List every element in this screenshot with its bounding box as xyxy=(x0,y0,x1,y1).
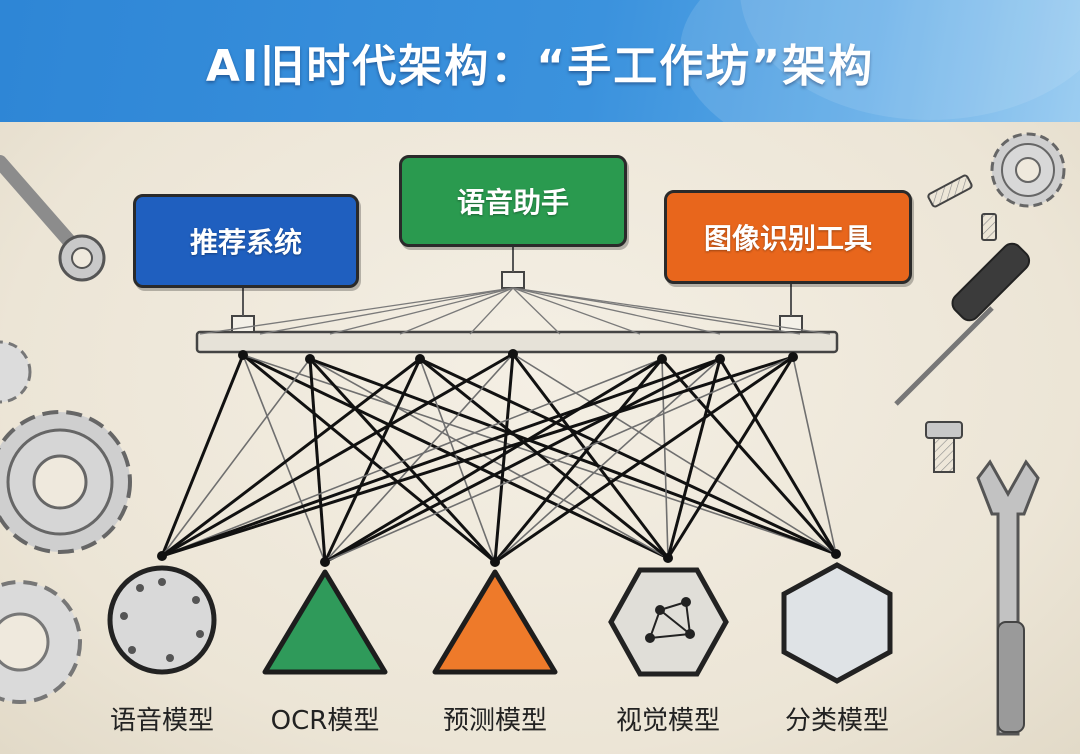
connection-line xyxy=(661,358,669,559)
connection-line xyxy=(493,353,515,563)
fan-line xyxy=(512,287,831,335)
connection-node xyxy=(657,354,667,364)
connection-lines xyxy=(160,352,838,564)
model-label-classification: 分类模型 xyxy=(784,706,889,736)
connection-line xyxy=(161,357,721,558)
architecture-diagram xyxy=(0,132,1066,736)
connection-line xyxy=(792,356,837,555)
connection-node xyxy=(157,551,167,561)
connection-nodes xyxy=(157,349,841,567)
connection-node xyxy=(663,553,673,563)
fan-line xyxy=(259,287,514,335)
header-banner: AI旧时代架构：“手工作坊”架构 xyxy=(0,0,1080,122)
connection-line xyxy=(324,353,514,563)
classification-model-shape xyxy=(781,562,893,684)
connection-line xyxy=(324,357,721,564)
connection-node xyxy=(320,557,330,567)
connection-line xyxy=(161,358,663,557)
connection-line xyxy=(419,357,837,556)
connection-line xyxy=(161,352,514,558)
connection-line xyxy=(161,357,421,558)
prediction-model-shape xyxy=(432,569,558,675)
connection-line xyxy=(324,357,663,564)
connection-line xyxy=(161,358,311,557)
sketch-canvas: 推荐系统 语音助手 图像识别工具 语音模型 OCR模型 预测模型 视觉模型 分类… xyxy=(0,122,1080,754)
screwdriver-icon xyxy=(894,242,1031,406)
fan-line xyxy=(329,287,514,335)
connection-line xyxy=(160,354,245,557)
fan-line xyxy=(512,287,801,335)
gear-cluster-icon xyxy=(0,340,132,704)
app-voice-assistant[interactable]: 语音助手 xyxy=(399,155,627,247)
connection-node xyxy=(305,354,315,364)
connection-line xyxy=(323,358,422,563)
fan-line xyxy=(512,287,561,335)
connection-line xyxy=(161,355,794,558)
connection-line xyxy=(309,357,837,556)
connection-line xyxy=(493,358,664,563)
connection-node xyxy=(788,352,798,362)
connection-line xyxy=(512,353,837,555)
gear-icon xyxy=(990,132,1066,208)
connection-line xyxy=(660,358,838,555)
fan-line xyxy=(512,287,721,335)
page-title: AI旧时代架构：“手工作坊”架构 xyxy=(205,41,875,92)
connection-node xyxy=(238,350,248,360)
connection-line xyxy=(308,358,327,563)
connection-line xyxy=(419,358,496,563)
fan-line xyxy=(469,287,514,335)
fan-line xyxy=(512,287,641,335)
bolt-icon xyxy=(925,421,963,473)
connection-line xyxy=(309,358,669,559)
screw-icon xyxy=(927,174,997,241)
model-label-prediction: 预测模型 xyxy=(442,706,547,736)
connection-line xyxy=(511,353,670,559)
model-label-vision: 视觉模型 xyxy=(615,706,720,736)
connection-line xyxy=(718,358,838,555)
app-image-recognition-tool[interactable]: 图像识别工具 xyxy=(664,190,912,284)
fan-line xyxy=(199,287,514,335)
fan-line xyxy=(399,287,514,335)
connection-node xyxy=(831,549,841,559)
model-label-speech: 语音模型 xyxy=(109,706,214,736)
connection-line xyxy=(242,353,496,564)
connection-line xyxy=(494,355,794,564)
app-recommendation-system[interactable]: 推荐系统 xyxy=(133,194,359,288)
connection-line xyxy=(324,356,794,563)
connection-node xyxy=(508,349,518,359)
header-swoosh xyxy=(680,0,1080,122)
connection-line xyxy=(242,354,326,563)
speech-model-shape xyxy=(107,565,217,675)
fan-lines xyxy=(199,287,831,335)
open-wrench-icon xyxy=(976,459,1040,736)
model-label-ocr: OCR模型 xyxy=(270,706,380,736)
vision-model-shape xyxy=(608,567,729,677)
ocr-model-shape xyxy=(262,569,388,675)
connection-node xyxy=(715,354,725,364)
connection-line xyxy=(419,357,669,560)
wrench-icon xyxy=(0,155,106,282)
connection-line xyxy=(666,356,795,559)
connection-node xyxy=(415,354,425,364)
connection-node xyxy=(490,557,500,567)
